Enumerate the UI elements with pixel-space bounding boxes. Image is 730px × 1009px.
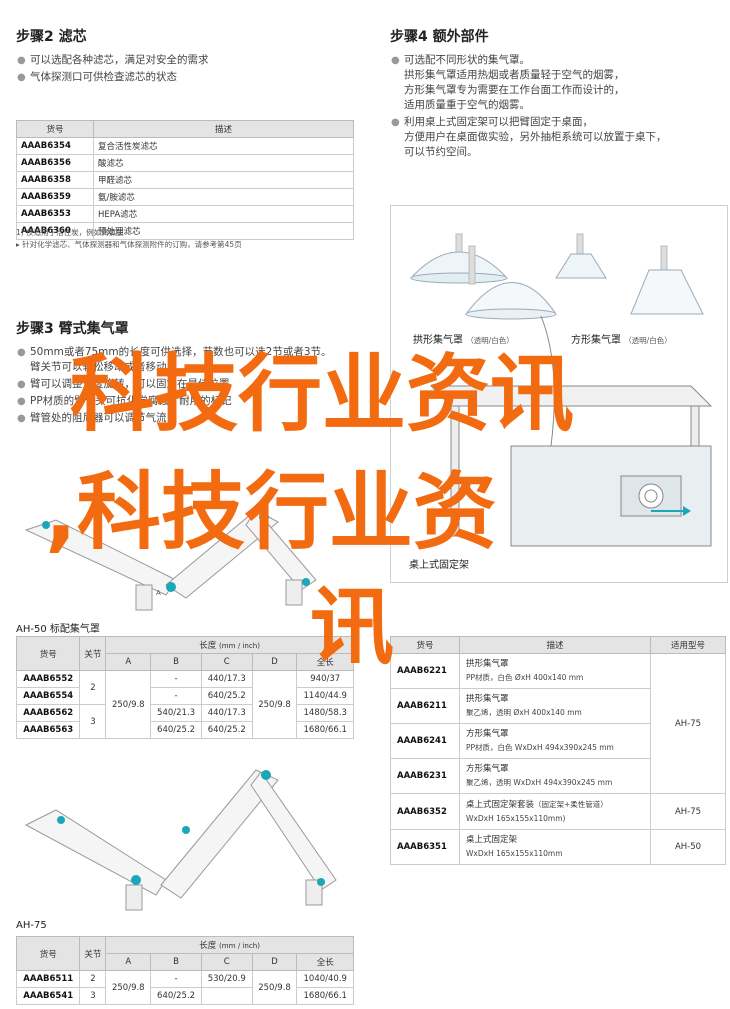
col-code: 货号 [390,636,460,654]
table-row: AAAB6562 3 540/21.3 440/17.3 1480/58.3 [15,704,354,739]
ah75-table: 货号 关节 长度 (mm / inch) A B C D 全长 AAAB6511… [15,936,354,1005]
ah75-arm-illustration [24,769,337,911]
step3-title: 步骤3 臂式集气罩 [16,321,129,337]
table-row: AAAB6541 3 640/25.2 1680/66.1 [15,987,354,1005]
list-item: ●臂管处的阻尼器可以调节气流 [17,412,167,424]
step4-title: 步骤4 额外部件 [390,29,489,45]
bench-mount-illustration [429,315,713,547]
col-sections: 关节 [79,636,107,671]
ah50-title: AH-50 标配集气罩 [16,624,100,635]
bullet-icon: ● [17,347,26,358]
dome-hood-caption: 拱形集气罩 （透明/白色） [413,335,514,346]
list-item: ●可以选配各种滤芯，满足对安全的需求 [17,54,209,66]
square-hood-caption: 方形集气罩 （透明/白色） [571,335,672,346]
bullet-icon: ● [17,55,26,66]
step2-bullets: ●可以选配各种滤芯，满足对安全的需求 ●气体探测口可供检查滤芯的状态 [16,53,346,87]
bullet-icon: ● [391,55,400,66]
bullet-icon: ● [17,72,26,83]
bullet-icon: ● [17,413,26,424]
svg-text:A: A [156,589,161,597]
step3-bullets: ●50mm或者75mm的长度可供选择，节数也可以选2节或者3节。 臂关节可以轻松… [16,345,366,428]
list-item: ●气体探测口可供检查滤芯的状态 [17,71,177,83]
watermark-line-1: 科技行业资讯 [70,345,575,443]
ah50-table: 货号 关节 长度 (mm / inch) A B C D 全长 AAAB6552… [15,636,354,739]
square-hood-illustration [555,233,704,315]
table-row: AAAB6563 640/25.2 640/25.2 1680/66.1 [15,721,354,739]
table-row: AAAB6511 2 250/9.8 - 530/20.9 250/9.8 10… [15,970,354,1005]
bullet-icon: ● [17,396,26,407]
step4-bullets: ●可选配不同形状的集气罩。 拱形集气罩适用热烟或者质量轻于空气的烟雾， 方形集气… [390,53,720,162]
list-item: ●臂可以调整角度旋转，可以固定在最佳位置 [17,378,230,390]
accessory-illustration [409,233,713,547]
col-code: 货号 [15,636,81,671]
col-desc: 描述 [459,636,651,654]
table-row: AAAB6211 拱形集气罩聚乙烯，透明 ØxH 400x140 mm [390,688,726,724]
table-row: AAAB6352 桌上式固定架套装（固定架+柔性管道）WxDxH 165x155… [390,793,726,830]
accessory-image-frame: 拱形集气罩 （透明/白色） 方形集气罩 （透明/白色） 桌上式固定架 [390,205,728,583]
col-code: 货号 [15,936,81,971]
bullet-icon: ● [17,379,26,390]
col-code: 货号 [16,120,94,138]
table-row: AAAB6231 方形集气罩聚乙烯，透明 WxDxH 494x390x245 m… [390,758,726,794]
bullet-icon: ● [391,117,400,128]
list-item: ●可选配不同形状的集气罩。 拱形集气罩适用热烟或者质量轻于空气的烟雾， 方形集气… [391,54,625,111]
ah50-arm-illustration: A [24,509,317,611]
step2-title: 步骤2 滤芯 [16,29,87,45]
list-item: ●利用桌上式固定架可以把臂固定于桌面， 方便用户在桌面做实验，另外抽柜系统可以放… [391,116,667,158]
watermark-line-2: ,科技行业资 [45,463,497,561]
dome-hood-illustration [409,233,557,320]
col-length: 长度 (mm / inch) [105,936,354,954]
bench-mount-caption: 桌上式固定架 [409,560,469,571]
table-row: AAAB6552 2 250/9.8 - 440/17.3 250/9.8 94… [15,670,354,739]
list-item: ●PP材质的臂管头可抗化学腐蚀，耐用的标记 [17,395,232,407]
step2-notes: 1) 仅适用于活性炭，例如高氯酸 ▸ 针对化学滤芯、气体探测器和气体探测附件的订… [16,228,242,249]
col-sections: 关节 [79,936,107,971]
col-model: 适用型号 [650,636,726,654]
col-length: 长度 (mm / inch) [105,636,354,654]
ah75-title: AH-75 [16,920,47,931]
list-item: ●50mm或者75mm的长度可供选择，节数也可以选2节或者3节。 臂关节可以轻松… [17,346,332,373]
table-row: AAAB6554 - 640/25.2 1140/44.9 [15,687,354,705]
col-desc: 描述 [93,120,354,138]
watermark-line-3: 讯 [310,578,395,676]
